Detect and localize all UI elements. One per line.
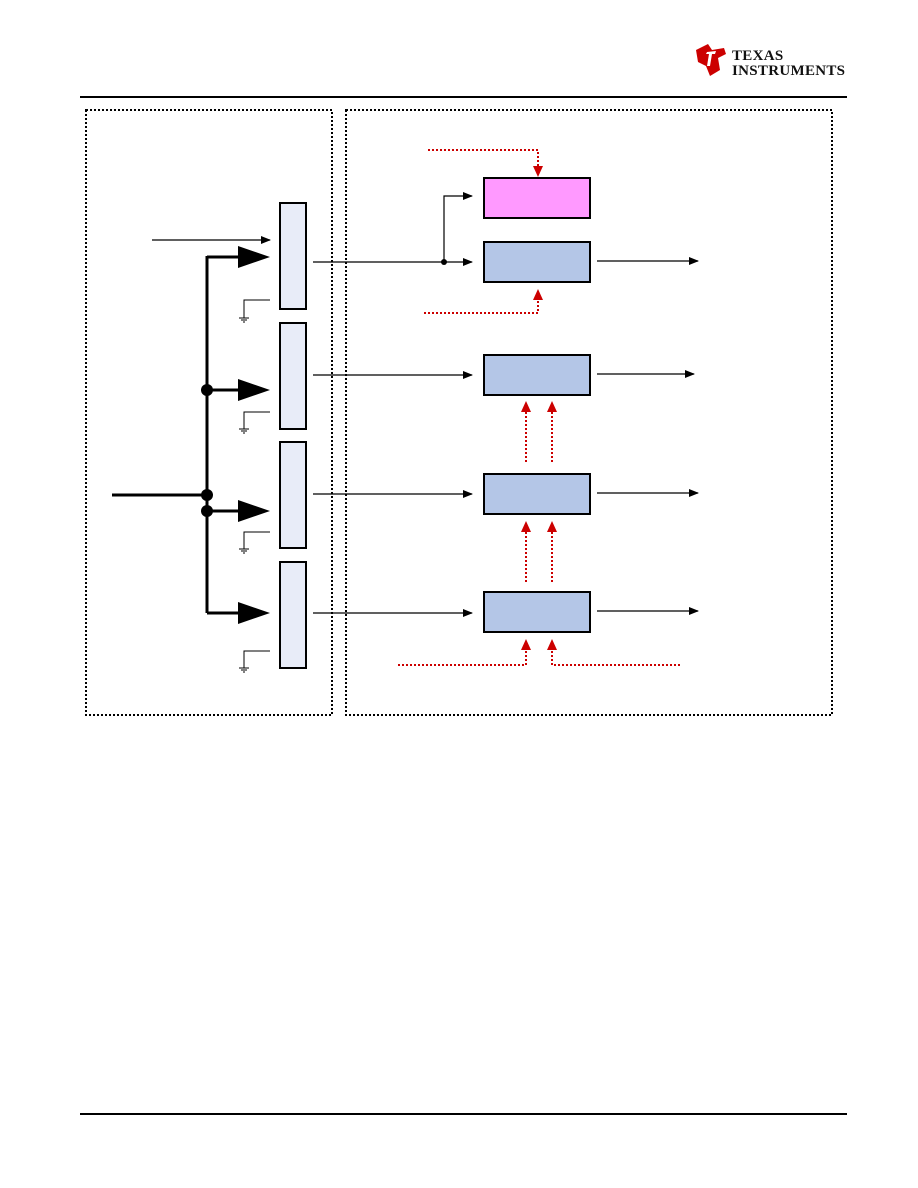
ground-icon-1 <box>239 299 270 323</box>
logo-line1: TEXAS <box>732 48 784 64</box>
branch-2-arrow <box>238 379 270 401</box>
logo-line2: INSTRUMENTS <box>732 63 846 79</box>
ti-logo: TEXAS INSTRUMENTS <box>690 40 850 84</box>
special-block <box>483 177 591 219</box>
processing-block-3 <box>483 473 591 515</box>
buffer-4 <box>279 561 307 669</box>
control-arrow-3a <box>521 521 531 532</box>
control-arrow-2b <box>547 401 557 412</box>
processing-block-2 <box>483 354 591 396</box>
buffer-2 <box>279 322 307 430</box>
left-dashed-region <box>85 109 333 716</box>
footer-rule <box>80 1113 847 1115</box>
ground-icon-2 <box>239 411 270 434</box>
branch-1-arrow <box>238 246 270 268</box>
control-path-block1 <box>424 300 539 314</box>
header-rule <box>80 96 847 98</box>
buffer-3 <box>279 441 307 549</box>
control-path-top <box>428 149 539 168</box>
tap-line <box>443 192 473 262</box>
ti-logo-icon <box>696 44 726 76</box>
branch-4-arrow <box>238 602 270 624</box>
buffer-1 <box>279 202 307 310</box>
junction-dot-3a <box>201 489 213 501</box>
right-dashed-region <box>345 109 833 716</box>
ground-icon-4 <box>239 650 270 673</box>
control-path-bottom-right <box>551 648 680 666</box>
control-arrow-3b <box>547 521 557 532</box>
ground-icon-3 <box>239 531 270 554</box>
branch-3-arrow <box>238 500 270 522</box>
processing-block-4 <box>483 591 591 633</box>
control-arrow-block1 <box>533 289 543 300</box>
processing-block-1 <box>483 241 591 283</box>
control-arrow-4b <box>547 639 557 650</box>
control-path-bottom-left <box>398 648 527 666</box>
control-arrow-4a <box>521 639 531 650</box>
control-arrow-2a <box>521 401 531 412</box>
control-arrow-top <box>533 166 543 177</box>
